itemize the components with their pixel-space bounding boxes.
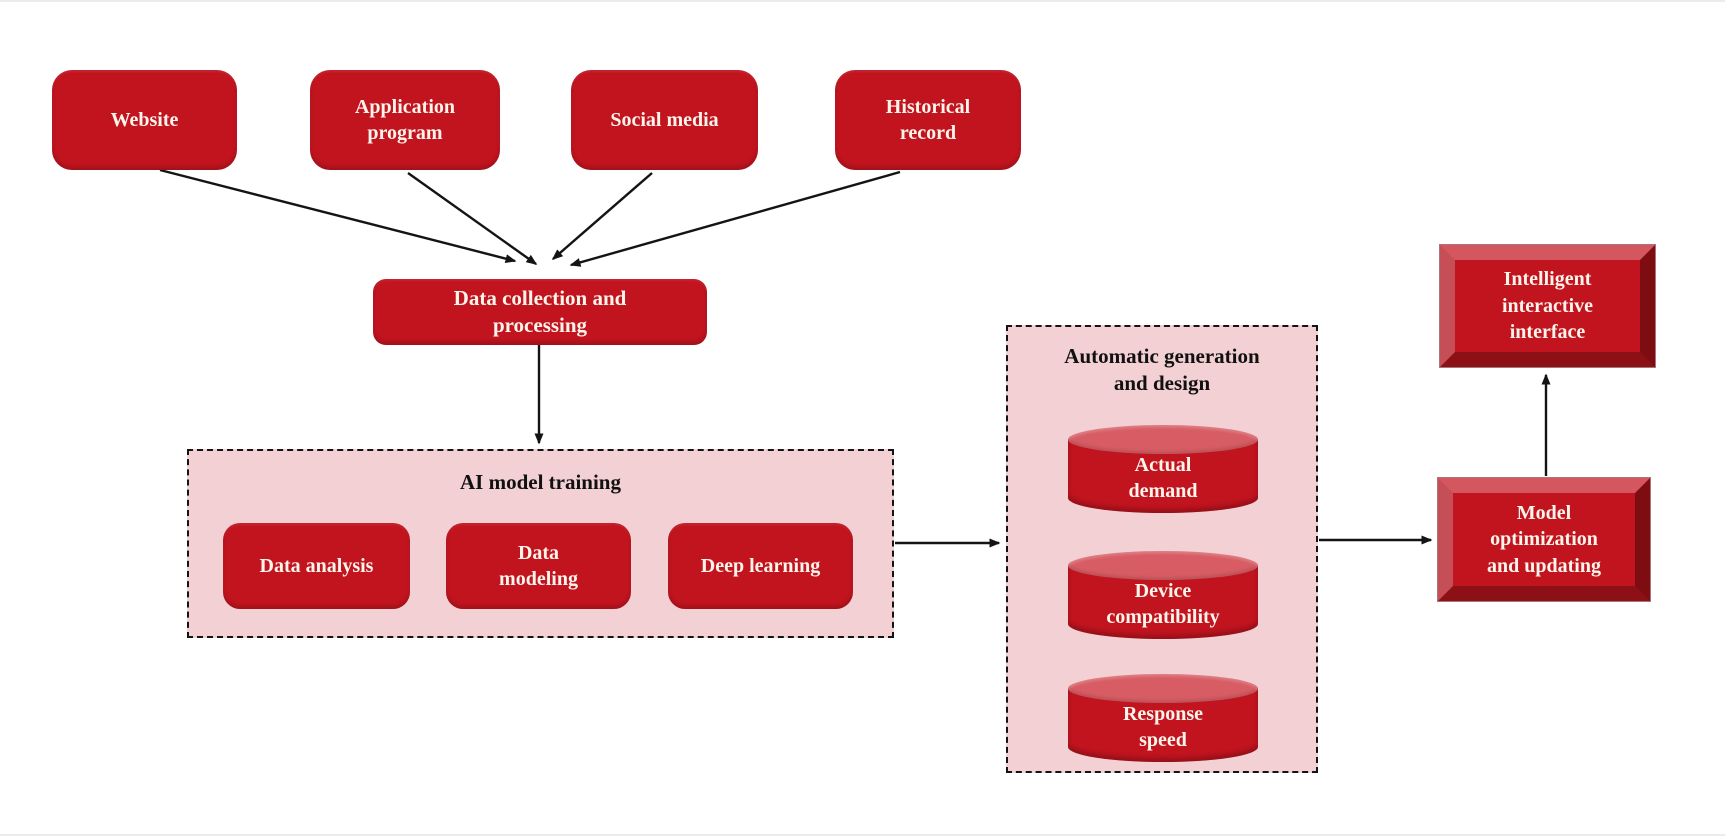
cylinder-actual-demand: Actual demand xyxy=(1068,425,1258,513)
cylinder-response-speed: Response speed xyxy=(1068,674,1258,762)
node-social-media: Social media xyxy=(571,70,758,170)
cylinder-response-speed-top xyxy=(1068,674,1258,703)
node-application-program: Application program xyxy=(310,70,500,170)
ai-model-training-title: AI model training xyxy=(459,470,621,494)
cylinder-device-compatibility-label: Device compatibility xyxy=(1068,565,1258,639)
node-intelligent-interface: Intelligent interactive interface xyxy=(1440,245,1655,367)
arrow-social-to-collection xyxy=(551,172,653,260)
arrow-website-to-collection xyxy=(159,168,517,264)
node-website: Website xyxy=(52,70,237,170)
node-data-analysis: Data analysis xyxy=(223,523,410,609)
automatic-generation-title: Automatic generation and design xyxy=(1064,344,1260,396)
node-historical-record: Historical record xyxy=(835,70,1021,170)
cylinder-device-compatibility-top xyxy=(1068,551,1258,580)
cylinder-device-compatibility: Device compatibility xyxy=(1068,551,1258,639)
node-model-optimization: Model optimization and updating xyxy=(1438,478,1650,601)
cylinder-actual-demand-top xyxy=(1068,425,1258,454)
node-data-collection: Data collection and processing xyxy=(373,279,707,345)
arrow-historical-to-collection xyxy=(569,170,901,267)
node-deep-learning: Deep learning xyxy=(668,523,853,609)
arrow-application-to-collection xyxy=(407,172,538,265)
node-data-modeling: Data modeling xyxy=(446,523,631,609)
cylinder-response-speed-label: Response speed xyxy=(1068,688,1258,762)
